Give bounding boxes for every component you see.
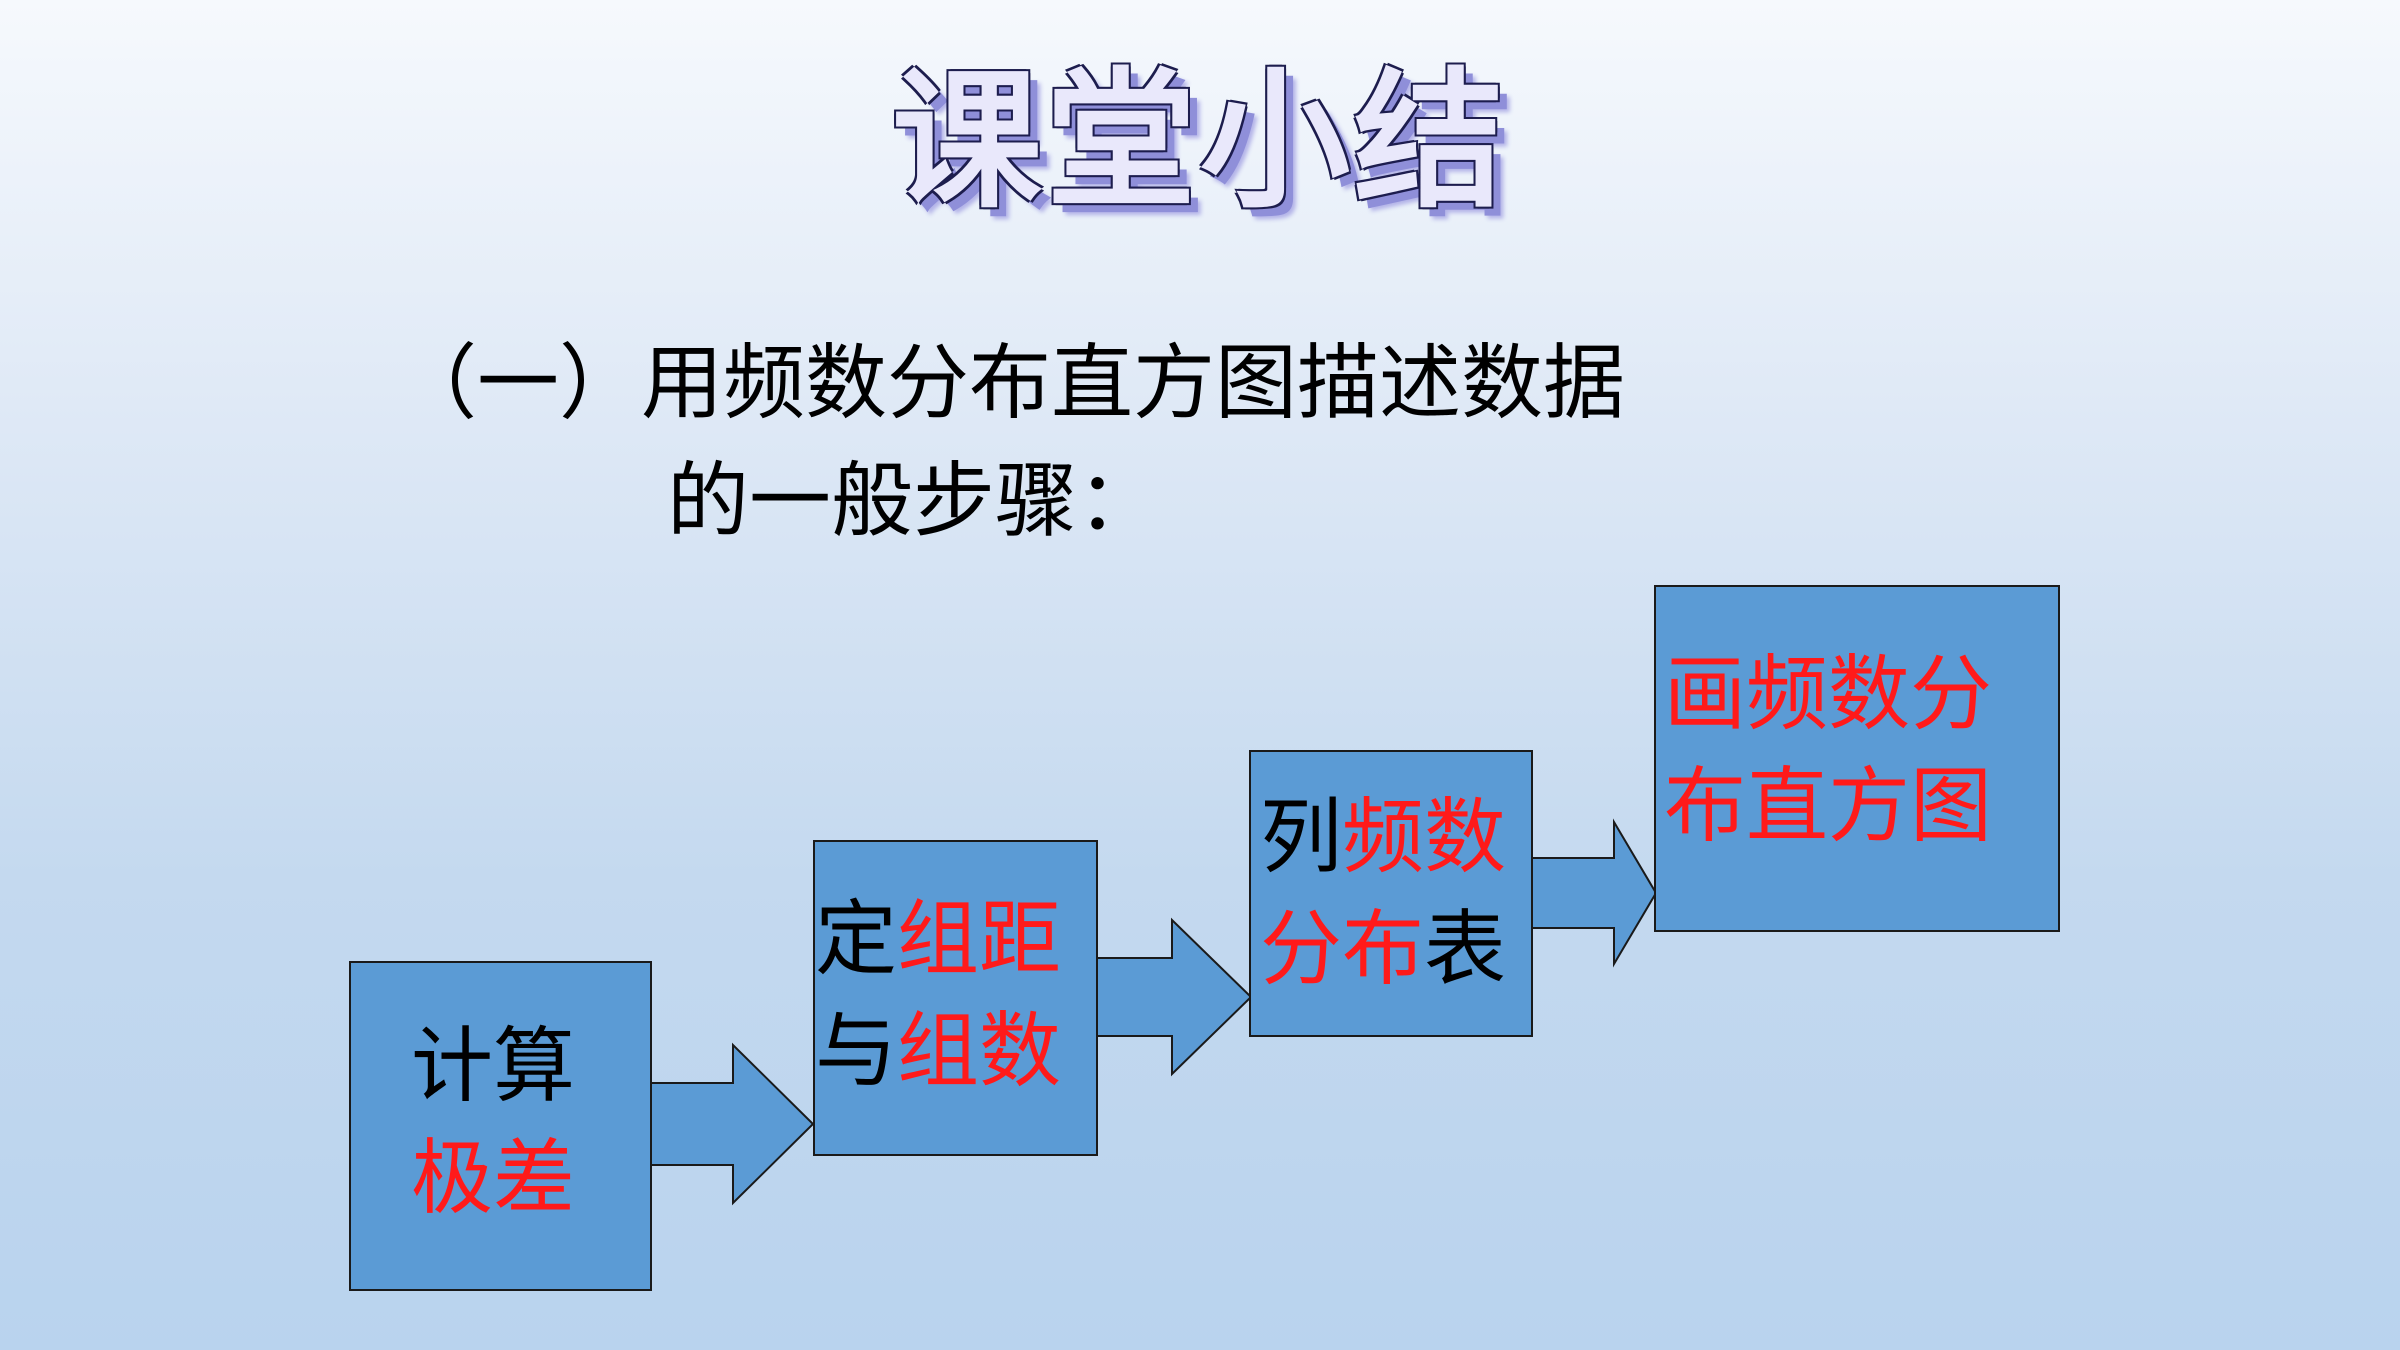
step-1-line1: 计算 (411, 1019, 576, 1114)
slide-title: 课堂小结 (891, 55, 1508, 229)
flow-arrow-2 (1095, 917, 1253, 1077)
step-box-3: 列频数 分布表 (1249, 750, 1533, 1037)
step-4-line2: 布直方图 (1664, 759, 1993, 854)
flow-arrow-3 (1530, 818, 1658, 968)
step-4-line1: 画频数分 (1664, 647, 1993, 742)
step-2-line1: 定组距 (815, 892, 1062, 987)
step-box-4: 画频数分 布直方图 (1654, 585, 2060, 932)
step-1-line2: 极差 (411, 1131, 576, 1226)
step-2-line2: 与组数 (815, 1004, 1062, 1099)
step-3-line1: 列频数 (1260, 790, 1507, 885)
flow-arrow-1 (650, 1042, 815, 1206)
summary-heading-line1: （一）用频数分布直方图描述数据 (395, 336, 1626, 431)
step-box-1: 计算 极差 (349, 961, 652, 1291)
summary-heading: （一）用频数分布直方图描述数据 的一般步骤： (395, 325, 1625, 561)
step-3-line2: 分布表 (1260, 902, 1507, 997)
step-box-2: 定组距 与组数 (813, 840, 1098, 1156)
summary-heading-line2: 的一般步骤： (667, 454, 1160, 549)
